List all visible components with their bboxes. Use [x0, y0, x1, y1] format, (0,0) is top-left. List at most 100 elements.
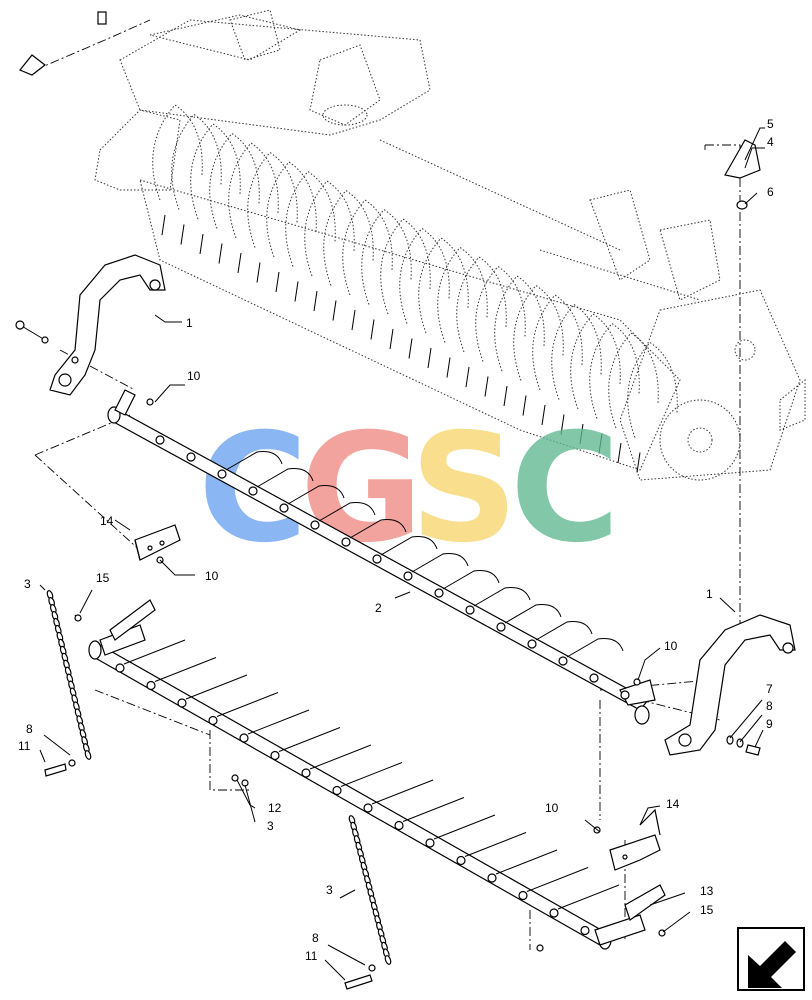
tine-bolt	[558, 656, 568, 666]
arrow-icon[interactable]	[737, 927, 805, 991]
tine-bolt	[434, 588, 444, 598]
rotor-disc	[342, 199, 393, 296]
tine-finger	[309, 744, 372, 770]
callout-3-chain-right: 3	[326, 883, 333, 897]
tine-finger	[287, 485, 345, 505]
tine-bolt	[363, 803, 373, 813]
callout-3-pin: 3	[267, 819, 274, 833]
tine-finger	[535, 621, 593, 641]
rotor-finger	[598, 433, 603, 454]
bolt-upper-left[interactable]	[15, 320, 49, 344]
callout-5: 5	[767, 117, 774, 131]
rotor-finger	[541, 404, 546, 426]
chain-link	[84, 750, 92, 760]
washer-8	[736, 738, 744, 748]
bar-end-plate-left[interactable]	[99, 599, 156, 656]
rotor-finger	[579, 423, 584, 445]
washer-6	[736, 200, 748, 210]
tine-finger	[433, 814, 496, 840]
tine-bolt	[589, 673, 599, 683]
tine-bolt	[620, 690, 630, 700]
rotor-finger	[427, 347, 432, 369]
tine-bolt	[394, 820, 404, 831]
tine-finger	[442, 570, 500, 590]
rotor-finger	[256, 262, 261, 283]
bolt-11a	[44, 763, 67, 777]
rotor-finger	[294, 281, 299, 302]
tine-finger	[185, 674, 248, 700]
bar-end-plate-right[interactable]	[594, 884, 666, 946]
watermark-letter-4: C	[510, 402, 620, 576]
tine-bolt	[372, 554, 382, 564]
tine-bolt	[146, 680, 156, 691]
bolt-9	[745, 744, 761, 756]
tine-bolt	[301, 768, 311, 778]
rotor-disc	[247, 151, 298, 248]
rotor-disc	[285, 170, 336, 267]
tine-bolt	[115, 663, 125, 673]
tine-finger	[411, 553, 469, 573]
tine-finger	[473, 587, 531, 607]
rotor-disc	[456, 256, 507, 353]
tine-bolt	[425, 838, 435, 848]
rotor-disc	[494, 275, 545, 372]
rotor-finger	[636, 452, 641, 473]
tine-bolt	[310, 520, 320, 530]
tine-bar-lower[interactable]	[88, 640, 612, 950]
tine-bolt	[177, 698, 187, 708]
tine-finger	[380, 536, 438, 556]
callout-4: 4	[767, 135, 774, 149]
chain-left[interactable]	[46, 590, 92, 760]
bracket-left[interactable]	[49, 254, 166, 396]
bracket-right[interactable]	[664, 614, 796, 756]
rotor-finger	[617, 442, 622, 464]
tine-finger	[495, 849, 558, 875]
callout-11-left: 11	[18, 739, 31, 753]
rotor-finger	[275, 271, 280, 293]
rotor-finger	[503, 385, 508, 407]
rotor-finger	[484, 376, 489, 397]
callout-10-c: 10	[664, 639, 678, 653]
rotor-finger	[237, 252, 242, 274]
callouts: 1 1 2 3 3 3 4 5 6 7 8 8 8 9 10 10 10 10 …	[18, 117, 774, 963]
rotor-disc	[551, 303, 602, 400]
plate-right[interactable]	[609, 808, 661, 871]
nut-10a	[146, 398, 154, 406]
callout-13: 13	[700, 884, 714, 898]
tine-bolt	[217, 469, 227, 479]
washer-8a	[68, 759, 76, 767]
leader-lines	[39, 127, 765, 981]
rotor-finger	[370, 319, 375, 340]
bolt-11b	[344, 974, 373, 990]
tine-finger	[247, 709, 310, 735]
rotor-disc	[513, 284, 564, 381]
rotor-disc	[228, 142, 279, 239]
tine-finger	[504, 604, 562, 624]
rotor-disc	[418, 237, 469, 334]
rotor-disc	[570, 313, 621, 410]
tine-finger	[278, 727, 341, 752]
rotor-finger	[313, 290, 318, 312]
rotor-disc	[190, 123, 241, 220]
rotor-finger	[389, 328, 394, 350]
tine-bolt	[549, 908, 559, 918]
rotor-disc	[171, 113, 222, 210]
tine-finger	[225, 451, 283, 471]
tine-bolt	[270, 750, 280, 761]
chain-link	[384, 955, 392, 965]
rotor-finger	[199, 233, 204, 255]
callout-2: 2	[375, 601, 382, 615]
tine-finger	[557, 884, 620, 910]
callout-10-b: 10	[205, 569, 219, 583]
tine-finger	[256, 468, 314, 488]
rotor-disc	[266, 161, 317, 258]
callout-12: 12	[268, 801, 282, 815]
rotor-disc	[152, 104, 203, 201]
tine-finger	[349, 519, 407, 539]
plate-left[interactable]	[134, 524, 181, 561]
callout-3-chain-left: 3	[24, 577, 31, 591]
tine-bolt	[580, 925, 590, 936]
chain-right[interactable]	[348, 815, 392, 965]
callout-10-d: 10	[545, 801, 559, 815]
